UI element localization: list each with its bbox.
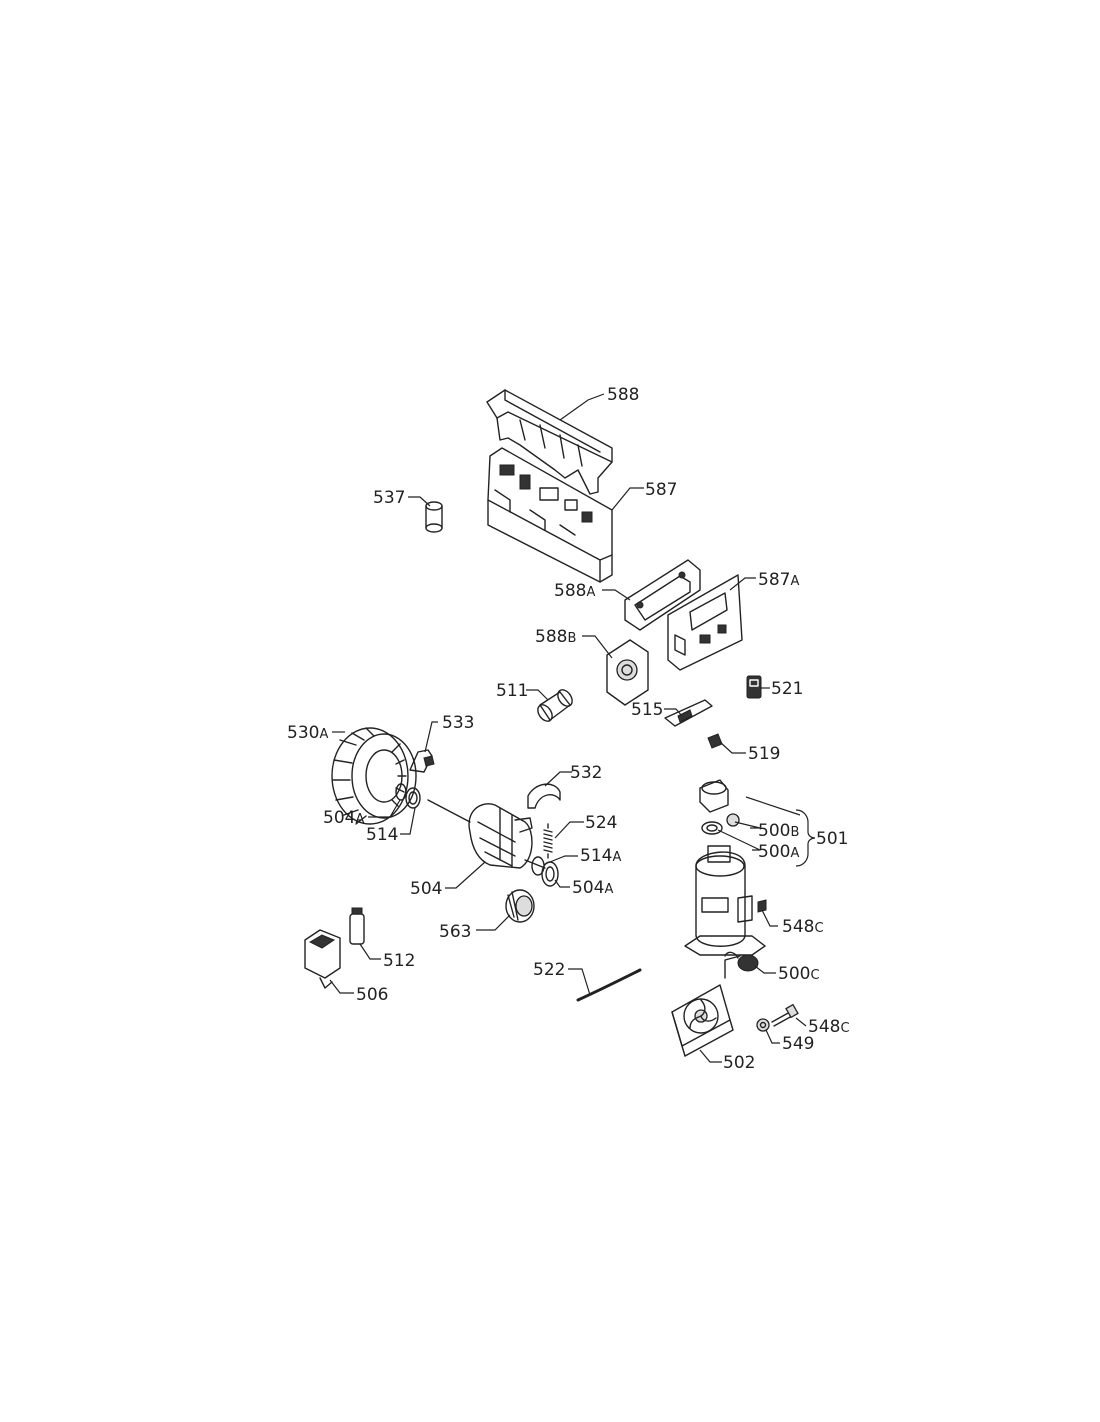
- label-502: 502: [723, 1053, 755, 1073]
- part-504A-ring-left[interactable]: [395, 783, 407, 801]
- label-504: 504: [410, 879, 442, 899]
- label-504A-right: 504A: [572, 878, 613, 898]
- label-533: 533: [442, 713, 474, 733]
- part-521-switch[interactable]: [746, 675, 762, 699]
- part-500B-valve[interactable]: [699, 779, 740, 827]
- part-588B-knob[interactable]: [606, 639, 649, 706]
- label-500A: 500A: [758, 842, 799, 862]
- part-587A-board[interactable]: [667, 574, 743, 671]
- label-514A: 514A: [580, 846, 621, 866]
- part-514-seal[interactable]: [405, 787, 421, 809]
- label-515: 515: [631, 700, 663, 720]
- label-500B: 500B: [758, 821, 799, 841]
- part-549-nut[interactable]: [756, 1018, 770, 1032]
- label-514: 514: [366, 825, 398, 845]
- part-522-wire[interactable]: [576, 968, 642, 1002]
- part-563-pulley[interactable]: [505, 889, 535, 923]
- part-506-pump[interactable]: [304, 929, 341, 989]
- label-506: 506: [356, 985, 388, 1005]
- part-502-fan[interactable]: [671, 955, 741, 1057]
- label-537: 537: [373, 488, 405, 508]
- label-504A-left: 504A: [323, 808, 364, 828]
- label-500C: 500C: [778, 964, 820, 984]
- part-524-spring[interactable]: [543, 823, 553, 859]
- label-512: 512: [383, 951, 415, 971]
- label-587A: 587A: [758, 570, 799, 590]
- part-511-capacitor[interactable]: [535, 687, 575, 724]
- label-587: 587: [645, 480, 677, 500]
- part-533-bracket[interactable]: [409, 749, 435, 773]
- label-511: 511: [496, 681, 528, 701]
- label-521: 521: [771, 679, 803, 699]
- part-588-cover[interactable]: [486, 389, 613, 495]
- part-512-capacitor[interactable]: [349, 907, 365, 945]
- part-504A-ring-right[interactable]: [541, 861, 559, 887]
- part-515-sensor[interactable]: [664, 699, 713, 727]
- label-588B: 588B: [535, 627, 576, 647]
- label-563: 563: [439, 922, 471, 942]
- part-588A-frame[interactable]: [624, 559, 701, 631]
- part-530A-fan-wheel[interactable]: [331, 727, 417, 825]
- label-549: 549: [782, 1034, 814, 1054]
- label-548C-top: 548C: [782, 917, 824, 937]
- part-500A-washer[interactable]: [701, 821, 723, 835]
- label-522: 522: [533, 960, 565, 980]
- part-519-connector[interactable]: [707, 733, 723, 749]
- label-524: 524: [585, 813, 617, 833]
- label-532: 532: [570, 763, 602, 783]
- label-530A: 530A: [287, 723, 328, 743]
- label-588A: 588A: [554, 581, 595, 601]
- part-532-shield[interactable]: [527, 783, 561, 809]
- label-548C-bottom: 548C: [808, 1017, 850, 1037]
- leader-lines: [329, 393, 816, 1063]
- part-537-cylinder[interactable]: [425, 501, 443, 533]
- part-501-compressor[interactable]: [684, 845, 766, 956]
- label-501: 501: [816, 829, 848, 849]
- label-519: 519: [748, 744, 780, 764]
- part-548C-bolt-top[interactable]: [757, 899, 767, 913]
- label-588: 588: [607, 385, 639, 405]
- part-504-motor[interactable]: [427, 799, 546, 869]
- part-548C-bolt[interactable]: [771, 1003, 799, 1027]
- part-587-board[interactable]: [487, 447, 613, 583]
